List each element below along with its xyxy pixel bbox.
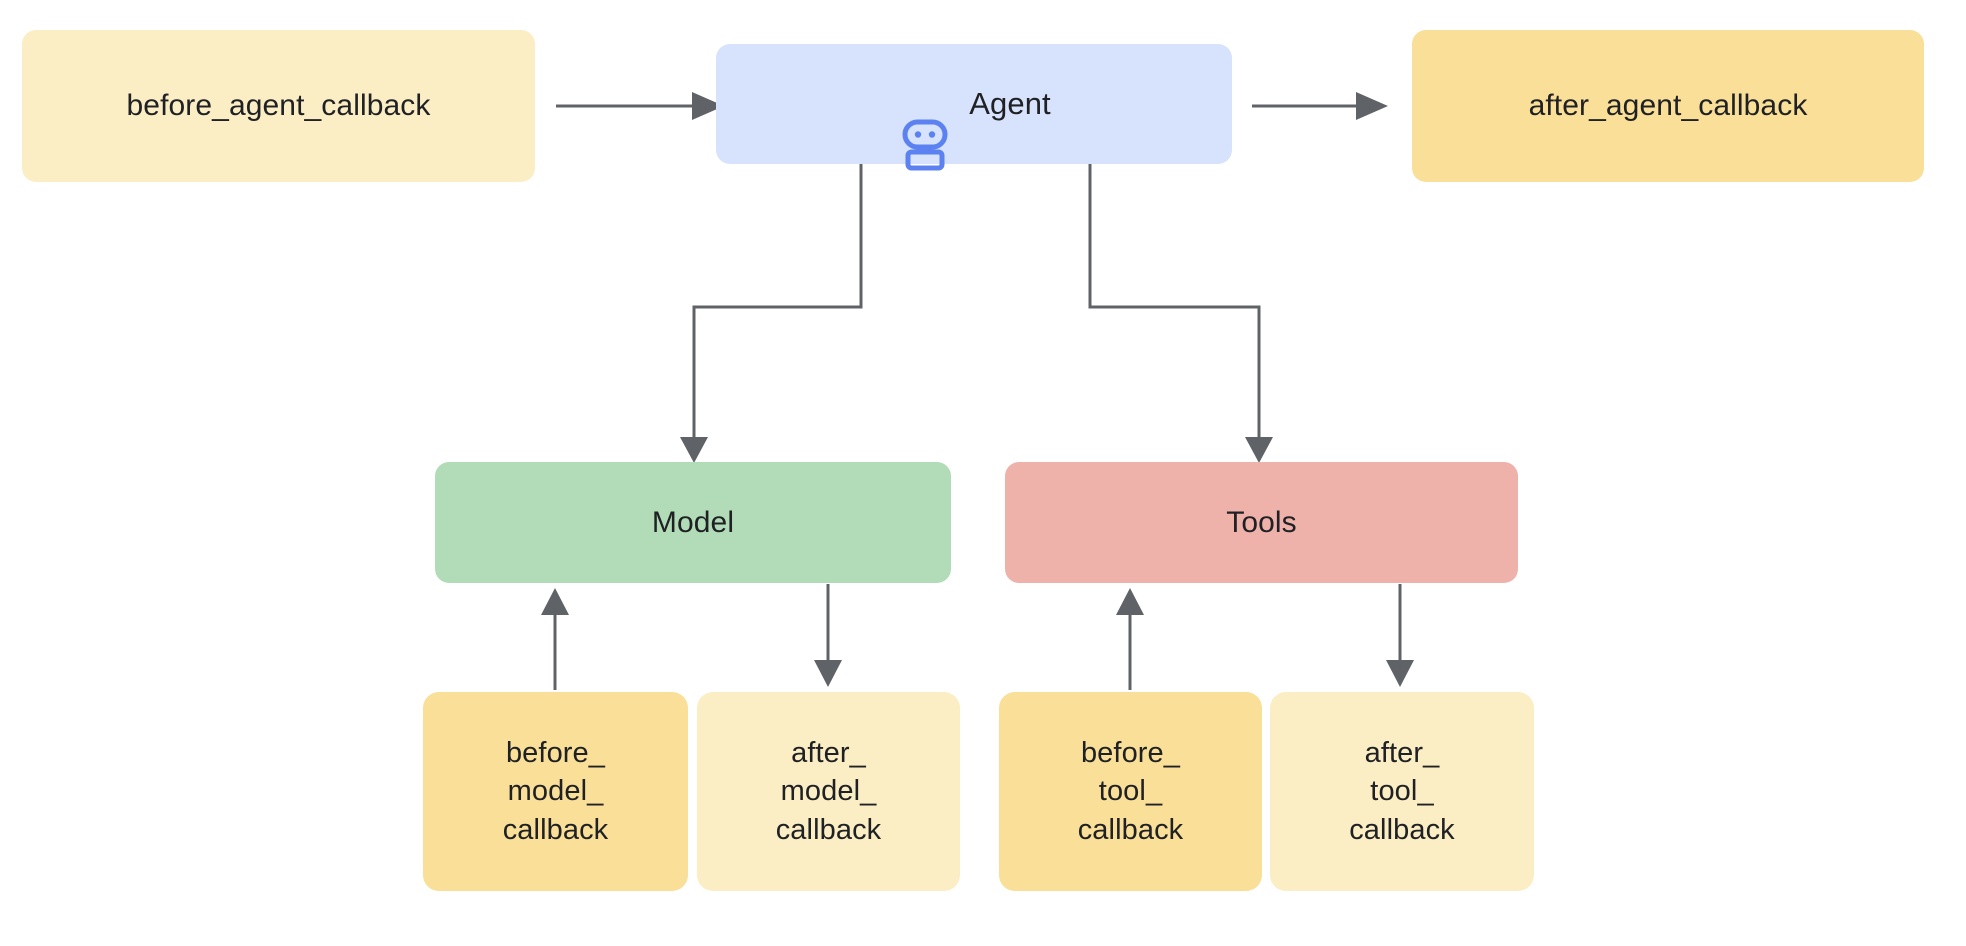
edge-before-tool-to-tools [1116, 588, 1144, 690]
node-after-agent-callback[interactable]: after_agent_callback [1412, 30, 1924, 182]
edge-tools-to-after-tool [1386, 584, 1414, 687]
edge-model-to-after-model [814, 584, 842, 687]
node-after-model-callback[interactable]: after_ model_ callback [697, 692, 960, 891]
edge-agent-to-tools [1088, 164, 1273, 463]
node-after-tool-callback[interactable]: after_ tool_ callback [1270, 692, 1534, 891]
edge-agent-to-model [680, 164, 863, 463]
edge-agent-to-after-agent [1252, 92, 1388, 120]
node-tools[interactable]: Tools [1005, 462, 1518, 583]
node-before-agent-callback[interactable]: before_agent_callback [22, 30, 535, 182]
edge-before-model-to-model [541, 588, 569, 690]
node-agent-label: Agent [969, 86, 1051, 122]
node-before-model-callback[interactable]: before_ model_ callback [423, 692, 688, 891]
edge-before-agent-to-agent [556, 92, 724, 120]
node-agent[interactable]: Agent [716, 44, 1232, 171]
node-model[interactable]: Model [435, 462, 951, 583]
node-before-tool-callback[interactable]: before_ tool_ callback [999, 692, 1262, 891]
robot-icon [897, 76, 953, 171]
